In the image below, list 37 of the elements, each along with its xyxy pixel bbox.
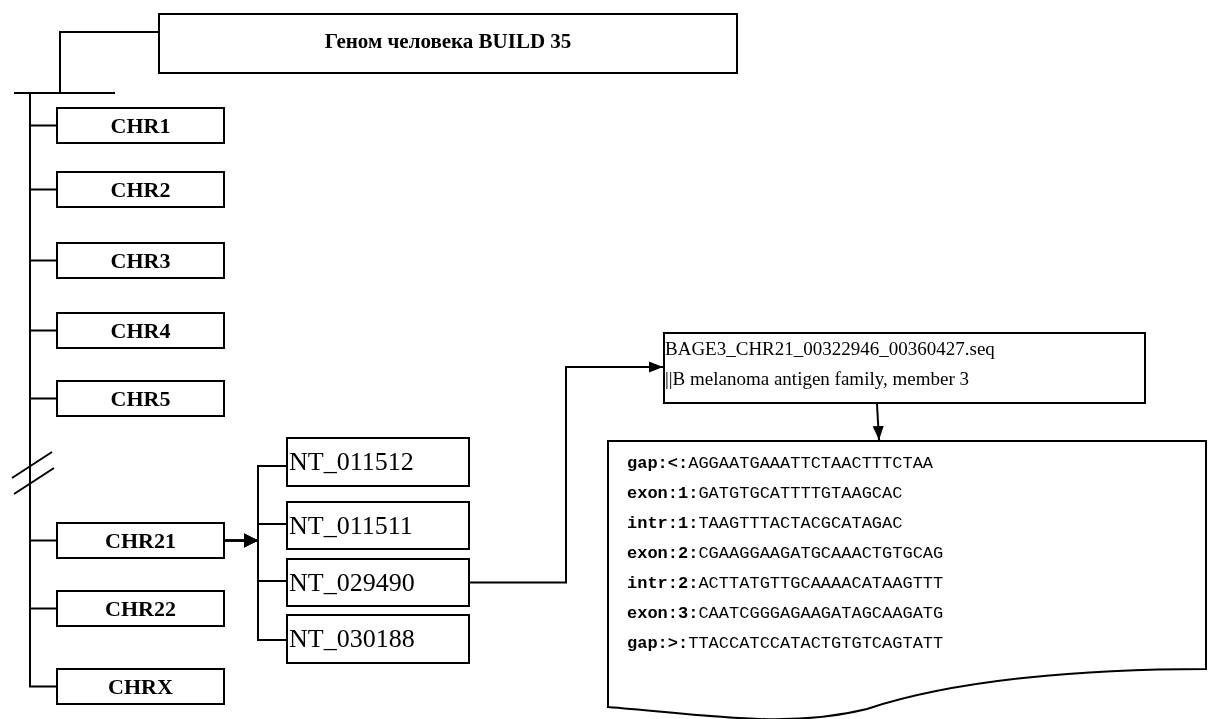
title-box (158, 13, 738, 74)
chromosome-box (56, 380, 225, 417)
chromosome-label: CHR21 (104, 528, 177, 554)
chromosome-label: CHR4 (109, 318, 172, 344)
sequence-line: intr:1:TAAGTTTACTACGCATAGAC (627, 514, 903, 533)
contig-box (286, 614, 470, 664)
chromosome-label: CHRX (107, 674, 174, 700)
sequence-document (607, 440, 1207, 719)
title-text: Геном человека BUILD 35 (323, 29, 573, 54)
file-text: BAGE3_CHR21_00322946_00360427.seq (665, 338, 995, 360)
sequence-line: gap:>:TTACCATCCATACTGTGTCAGTATT (627, 634, 944, 653)
sequence-line: intr:2:ACTTATGTTGCAAAACATAAGTTT (627, 574, 944, 593)
contig-label: NT_011512 (289, 447, 414, 477)
contig-box (286, 558, 470, 607)
chromosome-box (56, 242, 225, 279)
chromosome-label: CHR22 (104, 596, 177, 622)
chromosome-box (56, 312, 225, 349)
contig-label: NT_011511 (289, 511, 413, 541)
chromosome-label: CHR3 (109, 248, 172, 274)
chromosome-label: CHR5 (109, 386, 172, 412)
sequence-line: gap:<:AGGAATGAAATTCTAACTTTCTAA (627, 454, 934, 473)
file-box (663, 332, 1146, 404)
sequence-line: exon:3:CAATCGGGAGAAGATAGCAAGATG (627, 604, 944, 623)
chromosome-box (56, 107, 225, 144)
chromosome-label: CHR1 (109, 113, 172, 139)
chromosome-box (56, 171, 225, 208)
contig-box (286, 501, 470, 550)
sequence-line: exon:1:GATGTGCATTTTGTAAGCAC (627, 484, 903, 503)
sequence-line: exon:2:CGAAGGAAGATGCAAACTGTGCAG (627, 544, 944, 563)
file-text: ||B melanoma antigen family, member 3 (665, 368, 969, 390)
chromosome-box (56, 668, 225, 705)
chromosome-label: CHR2 (109, 177, 172, 203)
contig-label: NT_029490 (289, 568, 415, 598)
chromosome-box (56, 522, 225, 559)
contig-box (286, 437, 470, 487)
chromosome-box (56, 590, 225, 627)
contig-label: NT_030188 (289, 624, 415, 654)
